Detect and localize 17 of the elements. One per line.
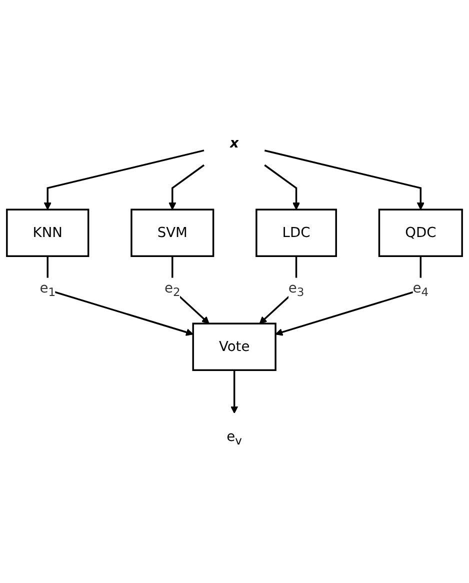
node-box: KNN: [6, 208, 90, 257]
arrow: [230, 370, 238, 414]
edge-label: e$_{3}$: [288, 279, 304, 300]
node-box: QDC: [378, 208, 463, 257]
edge-label: e$_{2}$: [164, 279, 180, 300]
arrow: [44, 149, 204, 210]
arrow: [264, 149, 424, 210]
edge-label: e$_{4}$: [412, 279, 429, 300]
node-text: e$_{v}$: [226, 428, 242, 448]
arrow: [46, 256, 194, 336]
arrow: [264, 164, 300, 210]
arrow: [168, 164, 204, 210]
node-box: Vote: [192, 322, 276, 371]
node-box: SVM: [130, 208, 214, 257]
arrow: [275, 256, 422, 336]
node-box: LDC: [256, 208, 337, 257]
edge-label: e$_{1}$: [40, 279, 56, 300]
